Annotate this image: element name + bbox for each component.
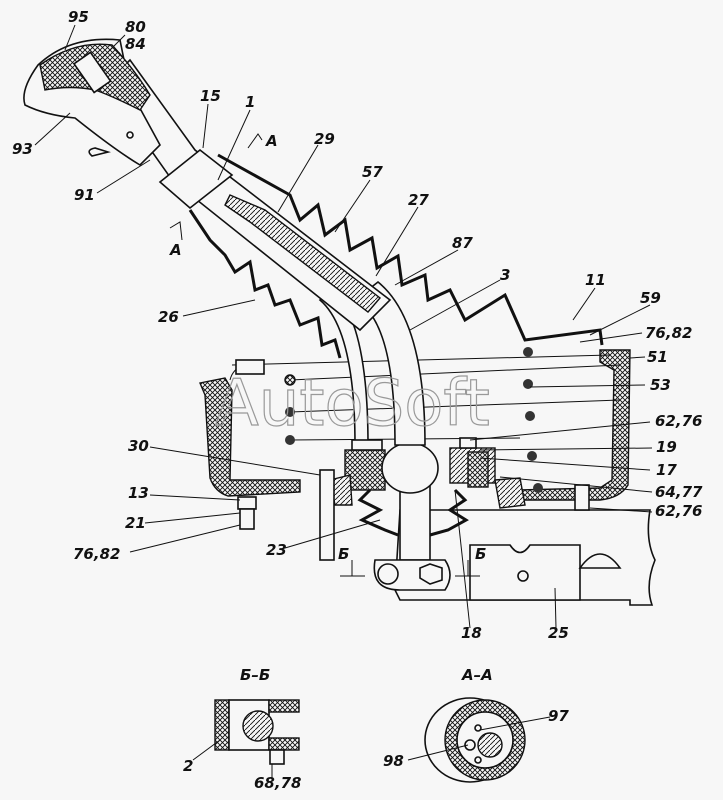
callout-13: 13 [128, 484, 149, 502]
callout-91: 91 [74, 186, 95, 204]
callout-80: 80 [125, 18, 146, 36]
section-marker-a-top: A [265, 132, 278, 150]
callout-64-77: 64,77 [655, 483, 703, 501]
watermark: AutoSoft [215, 367, 490, 441]
upper-boot [188, 153, 604, 359]
callout-1: 1 [245, 93, 255, 111]
section-marker-a-bottom: A [169, 241, 182, 259]
callout-29: 29 [314, 130, 335, 148]
callout-11: 11 [585, 271, 606, 289]
shift-knob [23, 38, 161, 167]
callout-97: 97 [548, 707, 569, 725]
section-marker-b-right: Б [475, 545, 486, 563]
callout-98: 98 [383, 752, 404, 770]
callout-84: 84 [125, 35, 146, 53]
callout-95: 95 [68, 8, 89, 26]
callout-18: 18 [461, 624, 482, 642]
leader-lines [34, 24, 653, 778]
section-title-a-a: А–А [461, 666, 493, 684]
callout-21: 21 [125, 514, 146, 532]
callout-3: 3 [500, 266, 510, 284]
callout-62-76-top: 62,76 [655, 412, 702, 430]
lever-shaft [103, 58, 392, 332]
section-title-b-b: Б–Б [240, 666, 270, 684]
callout-57: 57 [362, 163, 383, 181]
callout-62-76-bottom: 62,76 [655, 502, 702, 520]
section-marker-b-left: Б [338, 545, 349, 563]
callout-59: 59 [640, 289, 661, 307]
callout-68-78: 68,78 [254, 774, 301, 792]
springs [284, 347, 621, 493]
callout-30: 30 [128, 437, 149, 455]
callout-93: 93 [12, 140, 33, 158]
callout-51: 51 [647, 348, 668, 366]
section-a-a [424, 697, 526, 783]
callout-17: 17 [656, 461, 677, 479]
callout-76-82-right: 76,82 [645, 324, 692, 342]
section-b-b [214, 699, 300, 765]
callout-27: 27 [408, 191, 429, 209]
callout-76-82-left: 76,82 [73, 545, 120, 563]
callout-87: 87 [452, 234, 473, 252]
callout-53: 53 [650, 376, 671, 394]
cover [199, 377, 301, 497]
callout-23: 23 [266, 541, 287, 559]
ball-joint [381, 442, 439, 494]
callout-2: 2 [183, 757, 193, 775]
callout-26: 26 [158, 308, 179, 326]
callout-15: 15 [200, 87, 221, 105]
callout-19: 19 [656, 438, 677, 456]
callout-25: 25 [548, 624, 569, 642]
